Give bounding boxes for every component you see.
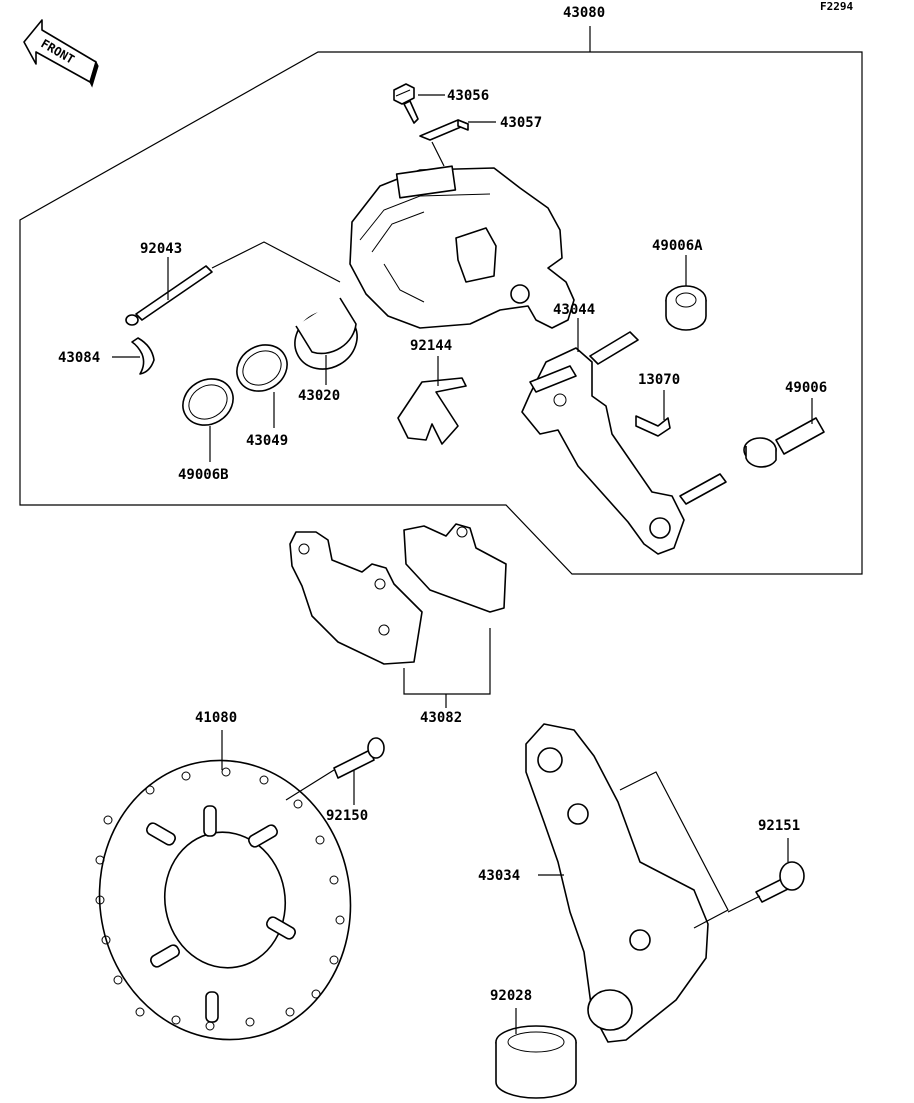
label-92151: 92151 (758, 818, 800, 834)
caliper-bracket-part (521, 331, 727, 555)
label-92150: 92150 (326, 808, 368, 824)
leader-92151-b (727, 895, 761, 913)
label-49006B: 49006B (178, 467, 229, 483)
caliper-piston-part (294, 297, 358, 370)
pin-boot-large-part (665, 285, 707, 331)
brake-pad-right-part (403, 523, 507, 613)
retaining-clip-part (131, 337, 155, 375)
brake-pad-left-part (289, 531, 423, 665)
brake-disc-part (95, 759, 352, 1041)
caliper-assembly-outline (19, 51, 863, 575)
label-43082: 43082 (420, 710, 462, 726)
front-arrow-icon: FRONT (23, 19, 99, 88)
caliper-pin-part (125, 265, 213, 326)
label-43020: 43020 (298, 388, 340, 404)
label-43049: 43049 (246, 433, 288, 449)
bleeder-cap-part (419, 119, 469, 141)
label-43056: 43056 (447, 88, 489, 104)
label-92144: 92144 (410, 338, 452, 354)
label-43044: 43044 (553, 302, 595, 318)
label-49006A: 49006A (652, 238, 703, 254)
label-92043: 92043 (140, 241, 182, 257)
leader-92043-b (211, 241, 341, 283)
collar-part (495, 1025, 577, 1099)
leader-43057-b (431, 141, 445, 167)
bracket-clip-part (635, 415, 671, 437)
label-13070: 13070 (638, 372, 680, 388)
leader-41080-b (285, 769, 335, 801)
label-92028: 92028 (490, 988, 532, 1004)
label-43084: 43084 (58, 350, 100, 366)
piston-seal-part (236, 344, 288, 392)
leader-43034-b (619, 771, 729, 929)
label-43057: 43057 (500, 115, 542, 131)
disc-bolt-part (333, 737, 385, 779)
pad-spring-part (397, 377, 467, 445)
bracket-bolt-part (755, 861, 805, 903)
label-41080: 41080 (195, 710, 237, 726)
label-43080: 43080 (563, 5, 605, 21)
diagram-code: F2294 (820, 0, 853, 13)
label-49006: 49006 (785, 380, 827, 396)
bleed-valve-part (393, 83, 419, 124)
torque-bracket-part (525, 723, 709, 1043)
dust-seal-part (182, 378, 234, 426)
label-43034: 43034 (478, 868, 520, 884)
leader-43082-bracket (403, 628, 491, 695)
pin-boot-small-part (743, 417, 825, 468)
caliper-body-part (349, 165, 575, 329)
